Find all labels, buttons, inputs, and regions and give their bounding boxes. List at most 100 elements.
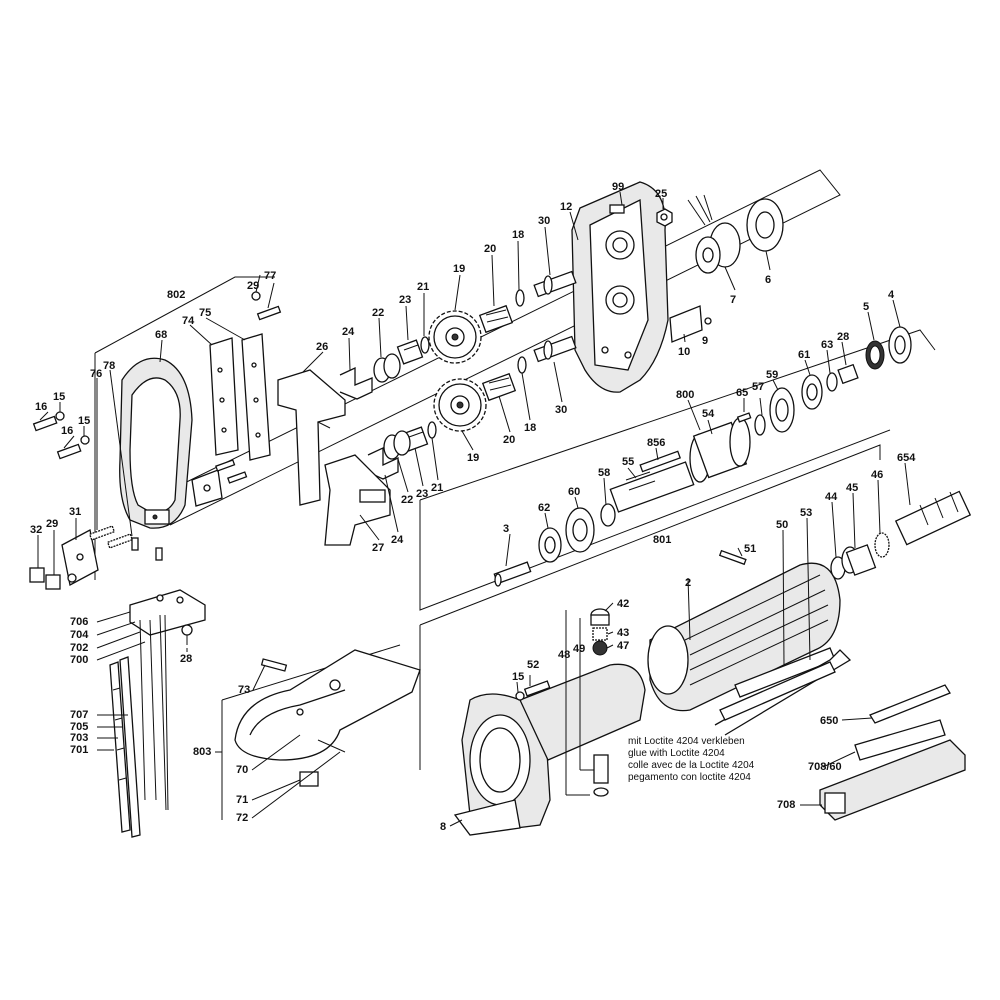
- callout-704: 704: [70, 629, 89, 641]
- callout-24-upper: 24: [342, 326, 355, 338]
- spring-43: [592, 627, 608, 641]
- callout-57: 57: [752, 381, 764, 393]
- callout-12: 12: [560, 201, 572, 213]
- callout-703: 703: [70, 732, 88, 744]
- group-frames: [94, 169, 936, 820]
- callout-labels: 99 25 12 30 18 20 19 21 23 22 24 26 6 7 …: [30, 181, 916, 833]
- callout-42: 42: [617, 598, 629, 610]
- callout-16-lower: 16: [61, 425, 73, 437]
- motor-housing-2: [647, 562, 841, 712]
- callout-76: 76: [90, 368, 102, 380]
- callout-44: 44: [825, 491, 838, 503]
- slide-frame-27: [324, 454, 391, 546]
- callout-43: 43: [617, 627, 629, 639]
- callout-706: 706: [70, 616, 88, 628]
- callout-4: 4: [888, 289, 895, 301]
- plug-42: [590, 608, 610, 626]
- plate-74: [209, 337, 239, 456]
- callout-9: 9: [702, 335, 708, 347]
- callout-70: 70: [236, 764, 248, 776]
- leader-lines: [37, 191, 911, 827]
- callout-22-lower: 22: [401, 494, 413, 506]
- pin-51: [718, 549, 747, 566]
- callout-74: 74: [182, 315, 195, 327]
- hose-fitting-654: [894, 490, 972, 546]
- cap-4: [888, 326, 912, 364]
- callout-54: 54: [702, 408, 715, 420]
- callout-73: 73: [238, 684, 250, 696]
- callout-32: 32: [30, 524, 42, 536]
- screws-upper-left: [215, 291, 282, 484]
- callout-20-upper: 20: [484, 243, 496, 255]
- callout-28-lower: 28: [180, 653, 192, 665]
- springs-78: [88, 525, 163, 561]
- callout-52: 52: [527, 659, 539, 671]
- pinion-20-lower: [481, 372, 517, 402]
- callout-3: 3: [503, 523, 509, 535]
- bearing-23-upper: [396, 339, 424, 365]
- screw-28: [837, 363, 859, 385]
- washer-6: [746, 198, 784, 252]
- washer-7: [695, 222, 741, 274]
- callout-26: 26: [316, 341, 328, 353]
- callout-654: 654: [897, 452, 916, 464]
- blade-holder-700: [129, 589, 206, 811]
- bearing-59: [769, 387, 795, 433]
- screw-52: [515, 680, 551, 701]
- cylinder-54: [689, 417, 751, 483]
- callout-708-60: 708/60: [808, 761, 842, 773]
- callout-15-upper: 15: [53, 391, 65, 403]
- callout-701: 701: [70, 744, 88, 756]
- callout-28-upper: 28: [837, 331, 849, 343]
- callout-49: 49: [573, 643, 585, 655]
- callout-23-upper: 23: [399, 294, 411, 306]
- blades-701-707: [109, 656, 141, 838]
- callout-63: 63: [821, 339, 833, 351]
- bracket-24-lower: [367, 446, 399, 480]
- bracket-10: [669, 305, 712, 343]
- callout-10: 10: [678, 346, 690, 358]
- callout-51: 51: [744, 543, 756, 555]
- callout-72: 72: [236, 812, 248, 824]
- screw-28-lower: [181, 624, 193, 645]
- callout-46: 46: [871, 469, 883, 481]
- valve-49: [593, 754, 609, 797]
- clamp-tool: [687, 194, 713, 226]
- front-housing-8: [453, 663, 646, 836]
- callout-856: 856: [647, 437, 665, 449]
- rotor-55: [609, 461, 695, 513]
- screws-16-15: [32, 411, 90, 460]
- callout-5: 5: [863, 301, 869, 313]
- callout-24-lower: 24: [391, 534, 404, 546]
- sleeve-22-lower: [383, 430, 411, 460]
- bearing-62: [538, 527, 562, 563]
- loctite-note-en: glue with Loctite 4204: [628, 748, 725, 759]
- callout-78: 78: [103, 360, 115, 372]
- callout-53: 53: [800, 507, 812, 519]
- callout-18-lower: 18: [524, 422, 536, 434]
- callout-29-upper: 29: [247, 280, 259, 292]
- callout-68: 68: [155, 329, 167, 341]
- callout-30-lower: 30: [555, 404, 567, 416]
- callout-801: 801: [653, 534, 671, 546]
- callout-30-upper: 30: [538, 215, 550, 227]
- callout-99: 99: [612, 181, 624, 193]
- case-708-60: [854, 719, 946, 761]
- block-31: [61, 529, 99, 586]
- callout-65: 65: [736, 387, 748, 399]
- callout-2: 2: [685, 577, 691, 589]
- callout-27: 27: [372, 542, 384, 554]
- callout-21-lower: 21: [431, 482, 443, 494]
- callout-77: 77: [264, 270, 276, 282]
- callout-60: 60: [568, 486, 580, 498]
- callout-61: 61: [798, 349, 810, 361]
- callout-20-lower: 20: [503, 434, 515, 446]
- plate-75: [241, 333, 271, 461]
- callout-62: 62: [538, 502, 550, 514]
- screw-73: [260, 658, 288, 672]
- callout-45: 45: [846, 482, 858, 494]
- callout-702: 702: [70, 642, 88, 654]
- filter-46: [874, 532, 890, 558]
